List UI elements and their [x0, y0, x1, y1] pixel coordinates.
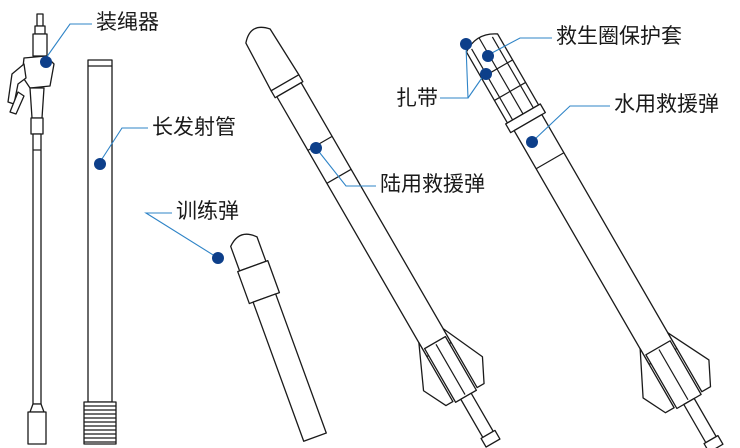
label-strap: 扎带: [396, 86, 438, 110]
label-long-launch-tube: 长发射管: [152, 115, 236, 139]
water-rescue-round: [465, 33, 724, 448]
label-land-rescue-round: 陆用救援弹: [380, 172, 485, 196]
leader-line-strap-upper: [440, 45, 469, 99]
leader-line-rope-device: [45, 23, 92, 59]
label-ring-cover: 救生圈保护套: [556, 24, 682, 48]
callout-dot-strap-upper: [460, 38, 472, 50]
leader-line-ring-cover: [489, 37, 552, 55]
land-rescue-round: [245, 26, 501, 448]
training-round: [230, 233, 327, 442]
callout-dot-training-round: [212, 252, 224, 264]
leader-line-land-rescue-round: [315, 147, 376, 187]
leader-line-water-rescue-round: [533, 105, 610, 141]
callout-dot-land-rescue-round: [310, 142, 322, 154]
callout-dot-long-launch-tube: [94, 158, 106, 170]
leader-line-long-launch-tube: [99, 127, 148, 163]
callout-dot-rope-device: [40, 56, 52, 68]
label-water-rescue-round: 水用救援弹: [614, 92, 719, 116]
callout-dot-ring-cover: [482, 50, 494, 62]
label-training-round: 训练弹: [176, 199, 239, 223]
launcher-assembly: [7, 13, 55, 445]
leader-line-training-round: [144, 212, 219, 259]
label-rope-device: 装绳器: [96, 10, 159, 34]
long-launch-tube: [83, 59, 117, 445]
callout-dot-water-rescue-round: [526, 136, 538, 148]
callout-dot-strap-lower: [480, 68, 492, 80]
